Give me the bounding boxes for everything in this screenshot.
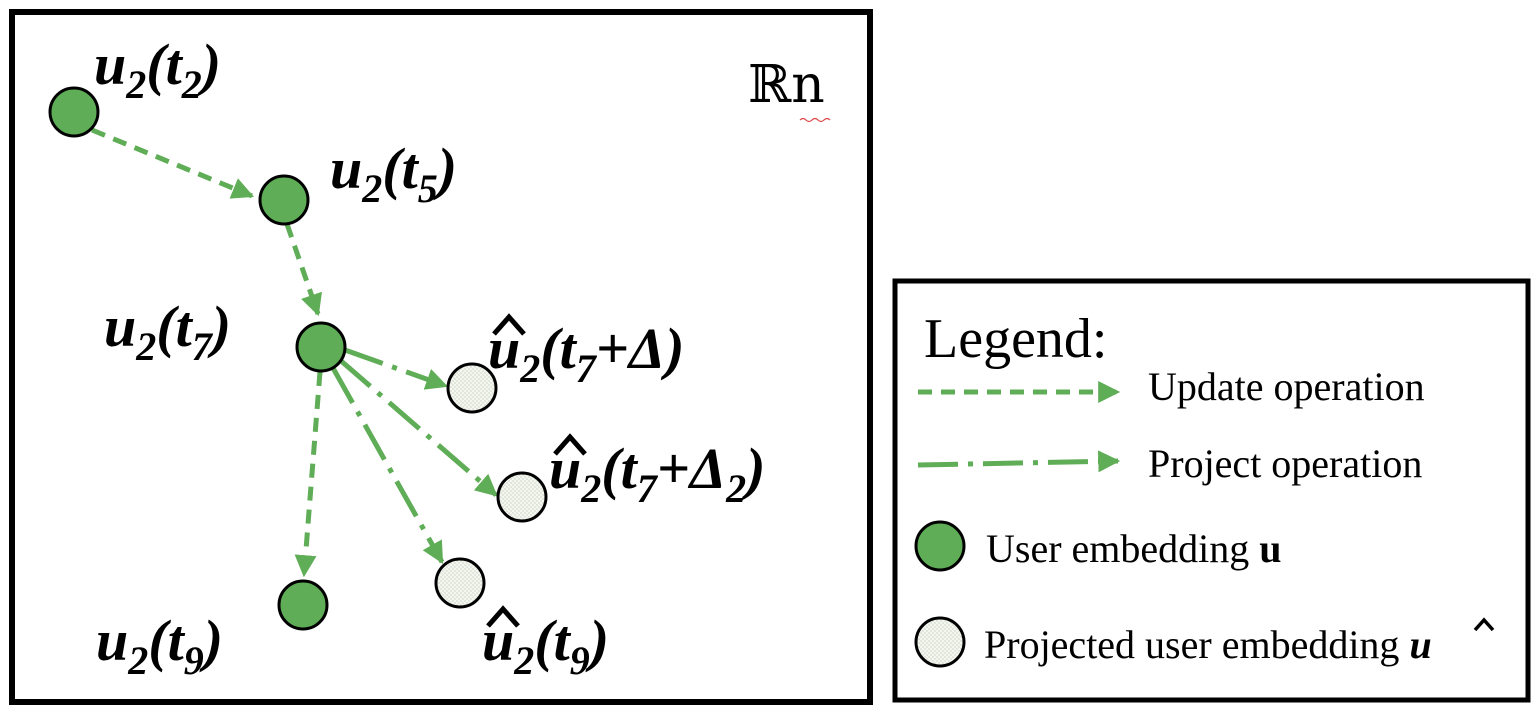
space-label-text: ℝn xyxy=(748,55,825,115)
legend-title: Legend: xyxy=(924,308,1107,370)
legend-user-embedding-icon xyxy=(914,520,966,572)
legend-user-embedding-label: User embedding u xyxy=(986,526,1282,571)
legend-projected-embedding-label: Projected user embedding u xyxy=(984,622,1432,667)
node-uhat-t7-delta2 xyxy=(496,471,548,523)
legend-update-label: Update operation xyxy=(1148,364,1425,409)
update-arrow-t7-t9 xyxy=(294,371,323,578)
node-uhat-t9 xyxy=(434,557,486,609)
node-uhat-t7-delta xyxy=(446,362,498,414)
project-arrow-t7-t9 xyxy=(330,366,445,564)
label-u2-t7: u2(t7) xyxy=(104,294,231,369)
node-u2-t2 xyxy=(48,86,100,138)
hat-icon xyxy=(492,313,526,336)
space-label: ℝn xyxy=(748,55,825,115)
hat-icon xyxy=(553,433,587,456)
legend-projected-embedding-icon xyxy=(914,616,966,668)
label-u2-t9: u2(t9) xyxy=(96,608,223,683)
label-u2-t5: u2(t5) xyxy=(330,136,457,211)
legend-project-label: Project operation xyxy=(1148,441,1422,486)
label-u2-t2: u2(t2) xyxy=(94,32,221,107)
spellcheck-underline xyxy=(799,117,831,123)
project-arrow-t7-delta2 xyxy=(338,358,498,497)
legend-frame xyxy=(892,278,1531,703)
label-uhat-t7-delta2: u2(t7+Δ2) xyxy=(549,436,765,511)
node-u2-t5 xyxy=(258,174,310,226)
update-arrow-t5-t7 xyxy=(284,223,322,317)
hat-icon xyxy=(486,605,520,628)
update-arrow-t2-t5 xyxy=(91,127,255,199)
node-u2-t9 xyxy=(277,579,329,631)
label-uhat-t9: u2(t9) xyxy=(482,608,609,683)
legend-project-arrow xyxy=(917,450,1121,473)
label-uhat-t7-delta: u2(t7+Δ) xyxy=(488,316,684,391)
project-arrow-t7-delta xyxy=(344,347,449,390)
hat-icon xyxy=(1473,617,1495,632)
node-u2-t7 xyxy=(295,321,347,373)
legend: Legend: Update operation Project operati… xyxy=(892,278,1531,703)
